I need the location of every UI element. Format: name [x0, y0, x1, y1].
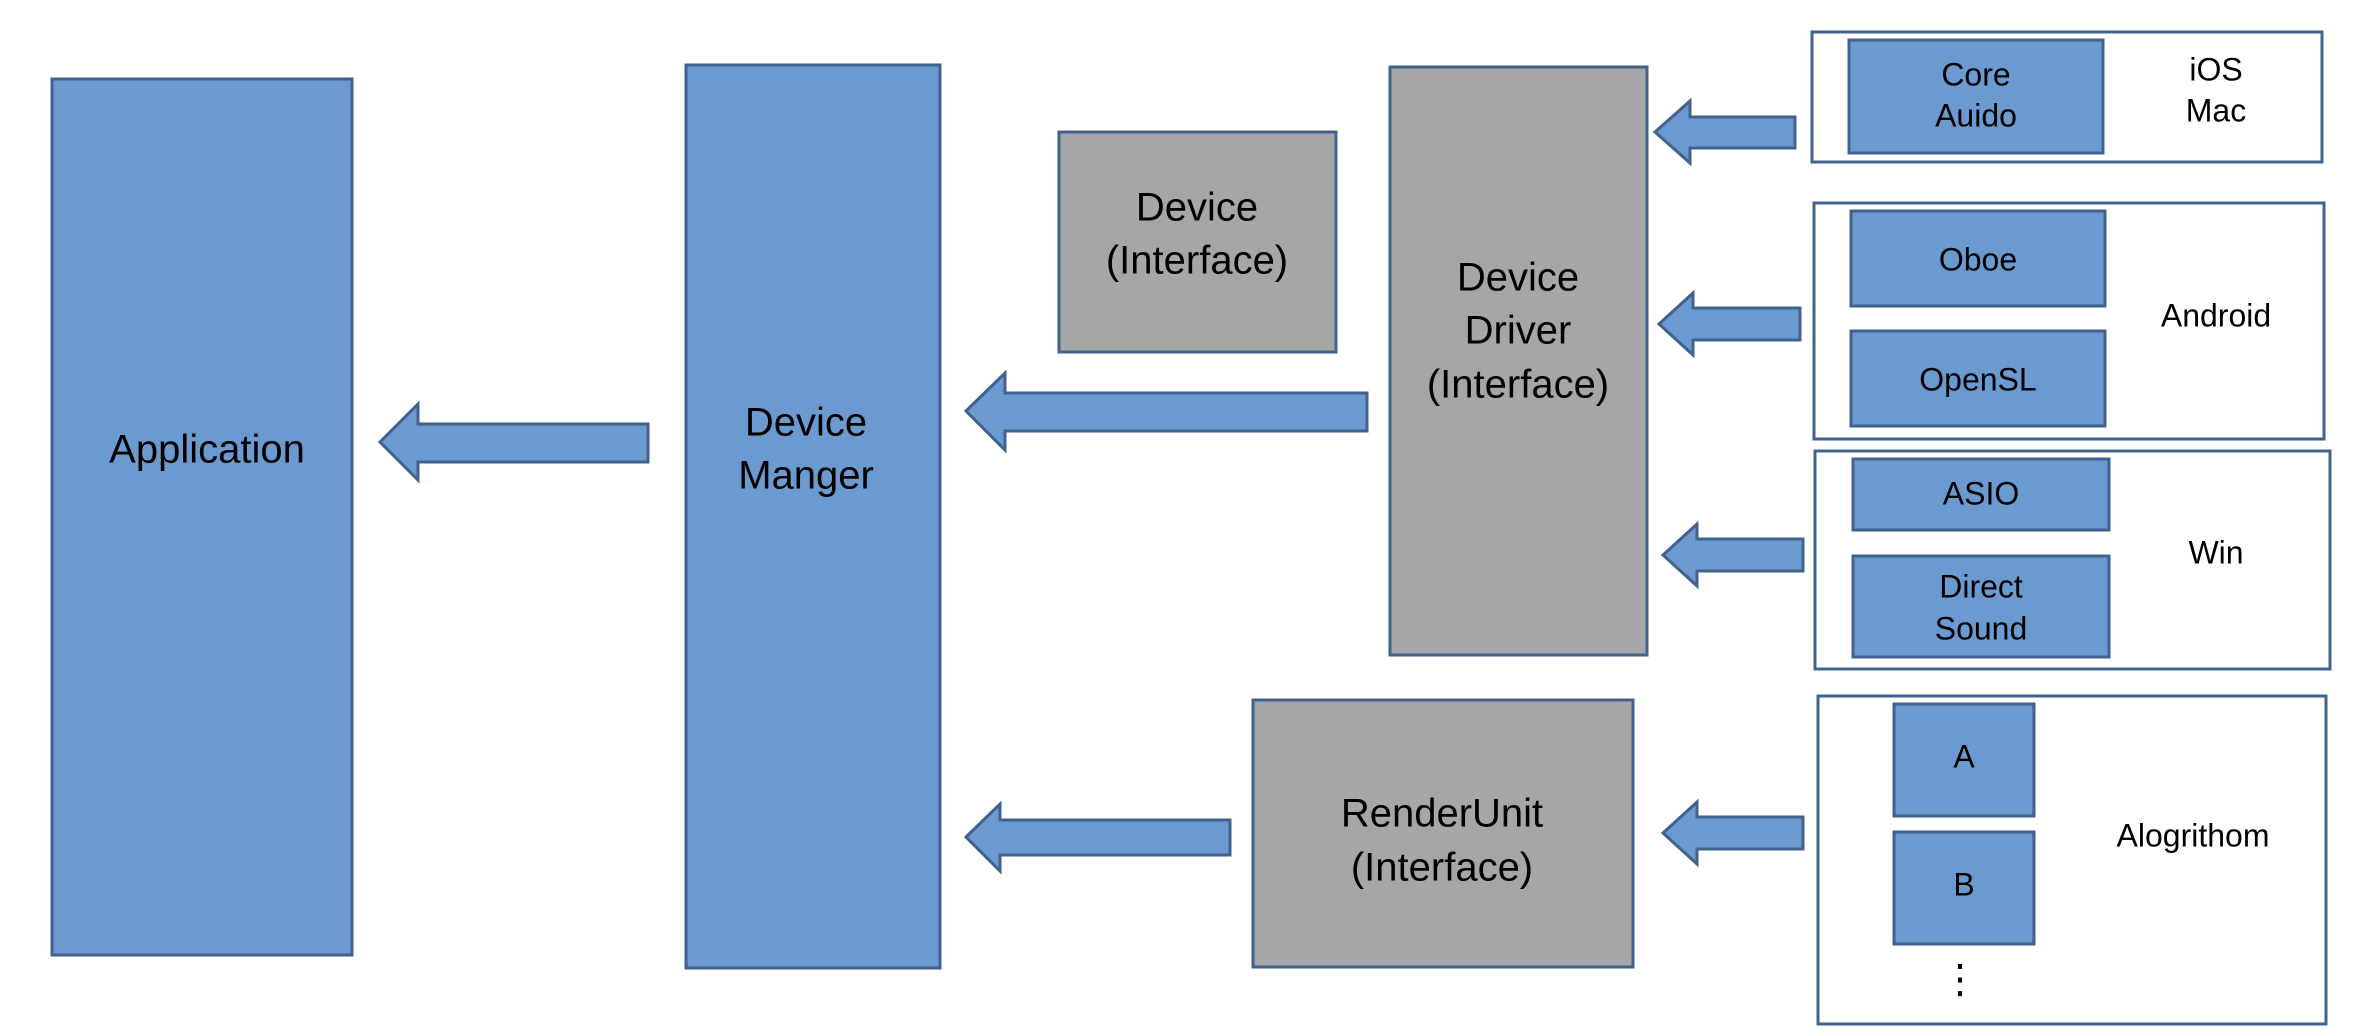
renderunit-to-manager-arrow: [963, 800, 1232, 875]
application-label: Application: [109, 428, 305, 472]
device-manager-label-line1: Device: [745, 401, 867, 445]
oboe-label: Oboe: [1939, 241, 2017, 277]
algorithm-b-box: [1892, 830, 2036, 946]
renderunit-label-line2: (Interface): [1351, 846, 1533, 890]
asio-box: [1851, 457, 2111, 532]
win-to-driver-arrow: [1660, 520, 1805, 590]
device-interface-block: Device (Interface): [1057, 130, 1338, 354]
asio-label: ASIO: [1943, 475, 2019, 511]
win-group: ASIO Direct Sound Win: [1813, 449, 2332, 671]
android-label: Android: [2161, 297, 2271, 333]
android-group: Oboe OpenSL Android: [1812, 201, 2326, 441]
algorithm-more-ellipsis: ⋮: [1940, 958, 1980, 1002]
device-driver-block: Device Driver (Interface): [1388, 65, 1649, 657]
core-audio-label-line1: Core: [1941, 56, 2010, 92]
device-driver-label-line3: (Interface): [1427, 363, 1609, 407]
ios-mac-label-line2: Mac: [2186, 92, 2246, 128]
oboe-box: [1849, 209, 2107, 308]
ios-mac-group: Core Auido iOS Mac: [1810, 30, 2324, 164]
ios-mac-to-driver-arrow: [1652, 97, 1797, 167]
algorithm-to-renderunit-arrow: [1660, 798, 1805, 868]
renderunit-label-line1: RenderUnit: [1341, 792, 1543, 836]
algorithm-a-box: [1892, 702, 2036, 818]
android-to-driver-arrow: [1656, 289, 1802, 359]
opensl-box: [1849, 329, 2107, 428]
core-audio-label-line2: Auido: [1935, 97, 2017, 133]
algorithm-a-label: A: [1953, 738, 1975, 774]
core-audio-box: [1847, 38, 2105, 155]
manager-to-application-arrow: [377, 400, 650, 484]
application-block: Application: [50, 77, 354, 957]
device-interface-label-line1: Device: [1136, 186, 1258, 230]
renderunit-block: RenderUnit (Interface): [1251, 698, 1635, 969]
algorithm-group: A B ⋮ Alogrithom: [1816, 694, 2328, 1026]
algorithm-b-label: B: [1953, 866, 1974, 902]
driver-to-manager-arrow: [963, 369, 1369, 454]
opensl-label: OpenSL: [1919, 361, 2036, 397]
direct-sound-box: [1851, 554, 2111, 659]
device-driver-label-line2: Driver: [1465, 309, 1572, 353]
device-manager-label-line2: Manger: [738, 454, 874, 498]
device-driver-label-line1: Device: [1457, 256, 1579, 300]
win-label: Win: [2188, 534, 2243, 570]
direct-sound-label-line2: Sound: [1935, 610, 2028, 646]
device-interface-label-line2: (Interface): [1106, 239, 1288, 283]
direct-sound-label-line1: Direct: [1939, 568, 2023, 604]
device-manager-block: Device Manger: [684, 63, 942, 970]
ios-mac-label-line1: iOS: [2189, 51, 2242, 87]
algorithm-label: Alogrithom: [2117, 817, 2270, 853]
